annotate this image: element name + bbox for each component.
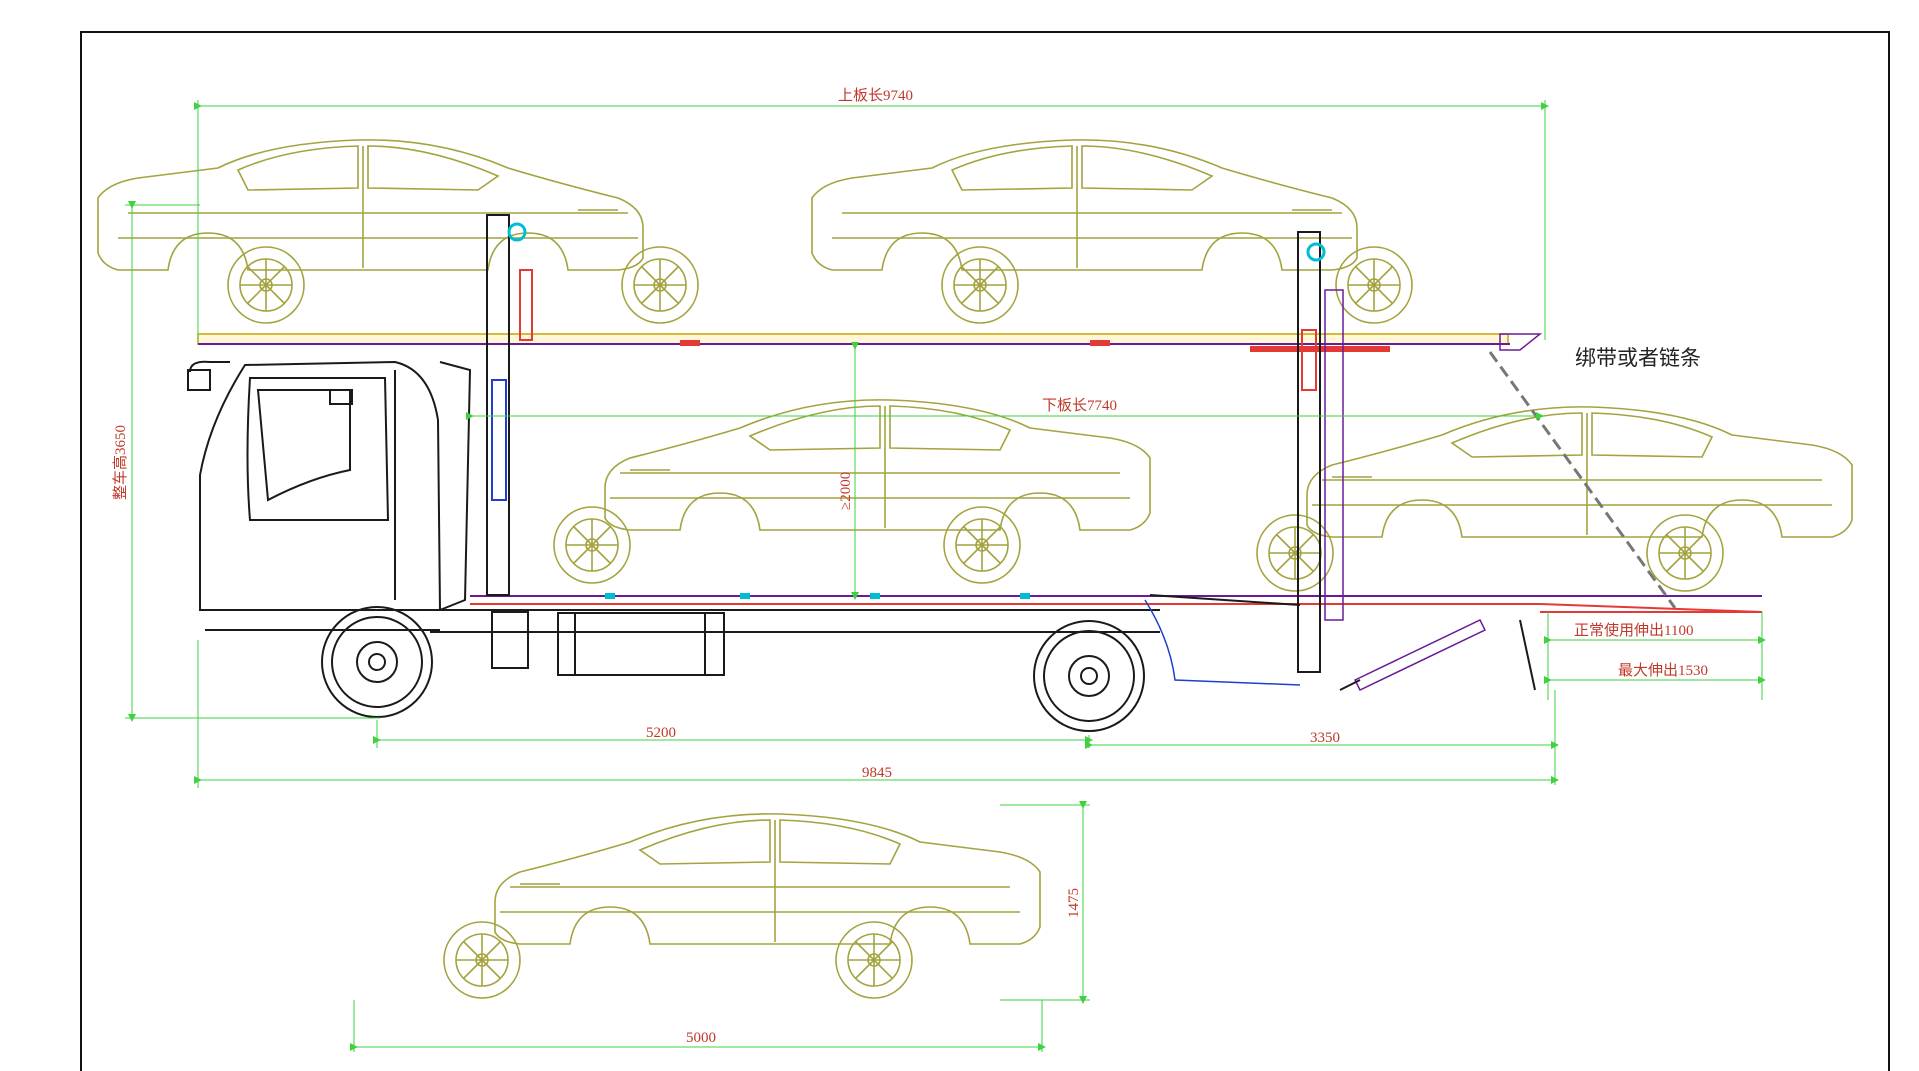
truck-chassis bbox=[430, 594, 1301, 676]
truck-cab bbox=[187, 360, 472, 631]
upper-car-front-wheel-front bbox=[621, 246, 699, 324]
strap-line bbox=[1488, 351, 1677, 609]
lower-car-front-wheel-a bbox=[553, 506, 631, 584]
deck-clearance-label: ≥2000 bbox=[838, 472, 854, 510]
lift-column-front bbox=[486, 214, 533, 596]
upper-car-rear-wheel-front bbox=[1335, 246, 1413, 324]
max-extension-label: 最大伸出1530 bbox=[1618, 662, 1708, 679]
lower-deck-length-label: 下板长7740 bbox=[1042, 396, 1117, 414]
truck-wheel-front bbox=[321, 606, 433, 718]
car-height-label: 1475 bbox=[1066, 888, 1082, 918]
lower-car-front-wheel-b bbox=[943, 506, 1021, 584]
rear-extension bbox=[1144, 599, 1762, 691]
lower-deck bbox=[470, 593, 1763, 613]
car-length-label: 5000 bbox=[686, 1030, 716, 1046]
rear-overhang-label: 3350 bbox=[1310, 730, 1340, 746]
lower-car-rear-wheel-b bbox=[1646, 514, 1724, 592]
normal-extension-label: 正常使用伸出1100 bbox=[1574, 622, 1693, 639]
lower-car-rear-wheel-a bbox=[1256, 514, 1334, 592]
upper-deck bbox=[197, 333, 1543, 352]
truck-wheel-rear bbox=[1033, 620, 1145, 732]
upper-deck-length-label: 上板长9740 bbox=[838, 86, 913, 104]
lower-car-rear bbox=[1306, 406, 1853, 538]
lower-car-front bbox=[604, 399, 1151, 531]
strap-note: 绑带或者链条 bbox=[1575, 346, 1701, 370]
dimension-lines bbox=[125, 100, 1766, 1052]
upper-car-front-wheel-rear bbox=[227, 246, 305, 324]
upper-car-rear-wheel-rear bbox=[941, 246, 1019, 324]
wheelbase-label: 5200 bbox=[646, 725, 676, 741]
overall-height-label: 整车高3650 bbox=[112, 425, 129, 500]
lift-column-rear bbox=[1297, 231, 1344, 673]
overall-length-label: 9845 bbox=[862, 765, 892, 781]
drawing-border bbox=[80, 31, 1890, 1071]
reference-car-wheel-b bbox=[835, 921, 913, 999]
reference-car bbox=[494, 813, 1041, 945]
upper-car-rear bbox=[811, 139, 1358, 271]
reference-car-wheel-a bbox=[443, 921, 521, 999]
